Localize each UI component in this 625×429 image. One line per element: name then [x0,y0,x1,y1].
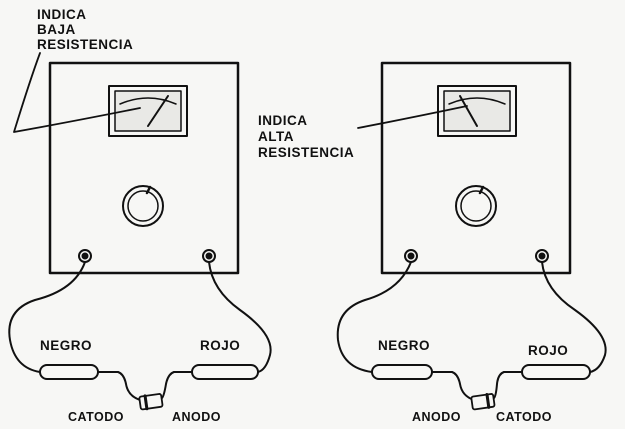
right-label-rojo: ROJO [528,343,568,358]
right-range-knob-inner [460,190,492,222]
left-jack-red-center [205,252,213,260]
left-black-wire [8,261,86,373]
left-diode-lead-a [117,371,141,401]
left-label-negro: NEGRO [40,338,92,353]
right-red-probe [521,364,591,380]
left-diode [138,393,164,411]
right-annot-line1: INDICA [258,113,308,128]
left-label-rojo: ROJO [200,338,240,353]
right-annot-line2: ALTA [258,129,294,144]
left-meter-scale [119,97,177,105]
right-black-wire [336,261,412,373]
left-black-probe [39,364,99,380]
right-diode [470,393,496,411]
left-diode-lead-b [161,371,175,399]
right-annot-line3: RESISTENCIA [258,145,354,160]
right-label-negro: NEGRO [378,338,430,353]
left-knob-pointer [145,185,152,195]
right-knob-pointer [478,185,485,195]
right-label-diode-right: CATODO [496,410,552,424]
right-black-probe [371,364,433,380]
right-jack-red-center [538,252,546,260]
left-annot-line2: BAJA [37,22,76,37]
right-jack-black-center [407,252,415,260]
left-jack-black-center [81,252,89,260]
left-test-leads [8,261,272,411]
left-range-knob-inner [127,190,159,222]
left-meter-window [108,85,188,137]
left-annot-line1: INDICA [37,7,87,22]
left-red-probe [191,364,259,380]
left-meter-needle [147,95,169,127]
right-range-knob[interactable] [455,185,497,227]
right-ohmmeter [380,61,572,275]
right-diode-lead-a [451,371,475,401]
right-meter-scale [448,97,506,105]
right-label-diode-left: ANODO [412,410,461,424]
right-annot-pointer [357,105,468,129]
left-range-knob[interactable] [122,185,164,227]
left-red-wire [208,261,272,373]
left-label-diode-left: CATODO [68,410,124,424]
right-meter-case [380,61,572,275]
right-diode-lead-b [493,371,505,399]
right-meter-window [437,85,517,137]
left-ohmmeter [48,61,240,275]
left-annot-pointer [13,52,141,133]
right-meter-needle [459,95,478,127]
left-label-diode-right: ANODO [172,410,221,424]
left-meter-case [48,61,240,275]
left-annot-line3: RESISTENCIA [37,37,133,52]
right-red-wire [541,261,607,373]
right-test-leads [336,261,607,411]
